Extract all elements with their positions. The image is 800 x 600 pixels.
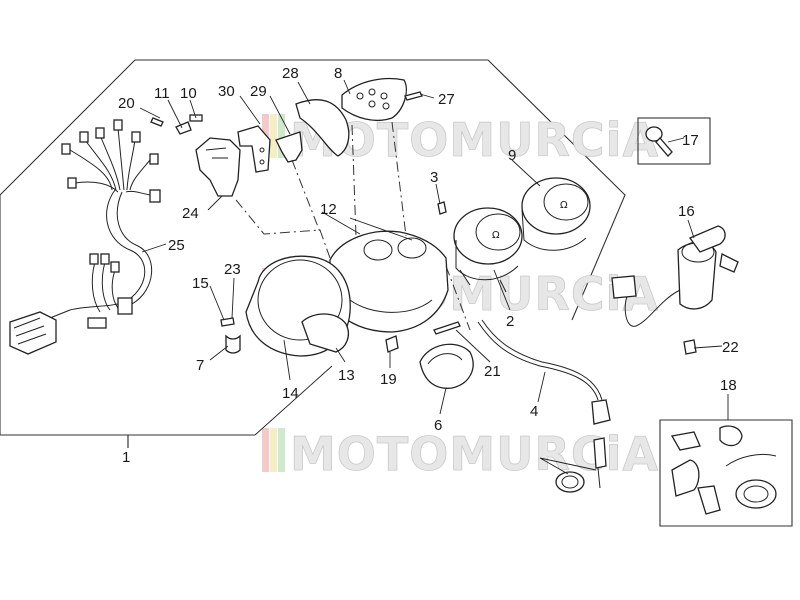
callout-29: 29 bbox=[250, 83, 267, 100]
callout-1: 1 bbox=[122, 449, 130, 466]
callout-3: 3 bbox=[430, 169, 438, 186]
wiring-harness bbox=[9, 119, 161, 355]
callout-12: 12 bbox=[320, 201, 337, 218]
tachometer-gauge: Ω bbox=[521, 177, 591, 251]
callout-2: 2 bbox=[506, 313, 514, 330]
callout-9: 9 bbox=[508, 147, 516, 164]
callout-4: 4 bbox=[530, 403, 538, 420]
callout-11: 11 bbox=[154, 85, 170, 102]
callout-13: 13 bbox=[338, 367, 355, 384]
callout-22: 22 bbox=[722, 339, 739, 356]
svg-text:MOTOMURCiA: MOTOMURCiA bbox=[290, 113, 659, 167]
speedometer-gauge: Ω bbox=[453, 207, 523, 293]
callout-8: 8 bbox=[334, 65, 342, 82]
callout-10: 10 bbox=[180, 85, 197, 102]
mount-bracket bbox=[195, 125, 303, 197]
callout-15: 15 bbox=[192, 275, 209, 292]
callout-16: 16 bbox=[678, 203, 695, 220]
gasket-upper bbox=[295, 99, 350, 157]
callout-7: 7 bbox=[196, 357, 204, 374]
watermark-bottom: MOTOMURCiA bbox=[262, 427, 659, 481]
callout-27: 27 bbox=[438, 91, 455, 108]
svg-text:Ω: Ω bbox=[492, 230, 500, 241]
ignition-switch bbox=[611, 225, 739, 355]
leader-lines bbox=[139, 79, 729, 475]
key-kit-box bbox=[637, 117, 711, 165]
callout-19: 19 bbox=[380, 371, 397, 388]
callout-28: 28 bbox=[282, 65, 299, 82]
lock-set-box bbox=[659, 419, 793, 527]
svg-text:Ω: Ω bbox=[560, 200, 568, 211]
rear-cover bbox=[419, 343, 474, 389]
screw-3 bbox=[437, 201, 447, 215]
instrument-panel bbox=[329, 230, 449, 333]
gauge-housing bbox=[245, 255, 351, 357]
callout-21: 21 bbox=[484, 363, 501, 380]
callout-14: 14 bbox=[282, 385, 299, 402]
svg-text:MOTOMURCiA: MOTOMURCiA bbox=[290, 427, 659, 481]
callout-labels: 1 2 3 4 6 7 8 9 10 11 12 13 14 15 16 17 … bbox=[118, 65, 739, 466]
speedometer-cable bbox=[477, 319, 611, 489]
callout-30: 30 bbox=[218, 83, 235, 100]
assembly-lines bbox=[235, 121, 471, 331]
fasteners-left bbox=[220, 317, 399, 354]
cable-grommet bbox=[555, 471, 585, 493]
screw-21 bbox=[433, 321, 461, 335]
watermark-top: MOTOMURCiA bbox=[262, 113, 659, 167]
callout-25: 25 bbox=[168, 237, 185, 254]
callout-18: 18 bbox=[720, 377, 737, 394]
callout-24: 24 bbox=[182, 205, 199, 222]
callout-17: 17 bbox=[682, 132, 699, 149]
callout-20: 20 bbox=[118, 95, 135, 112]
callout-23: 23 bbox=[224, 261, 241, 278]
callout-6: 6 bbox=[434, 417, 442, 434]
top-cover bbox=[341, 77, 423, 122]
assembly-frame bbox=[0, 59, 626, 448]
